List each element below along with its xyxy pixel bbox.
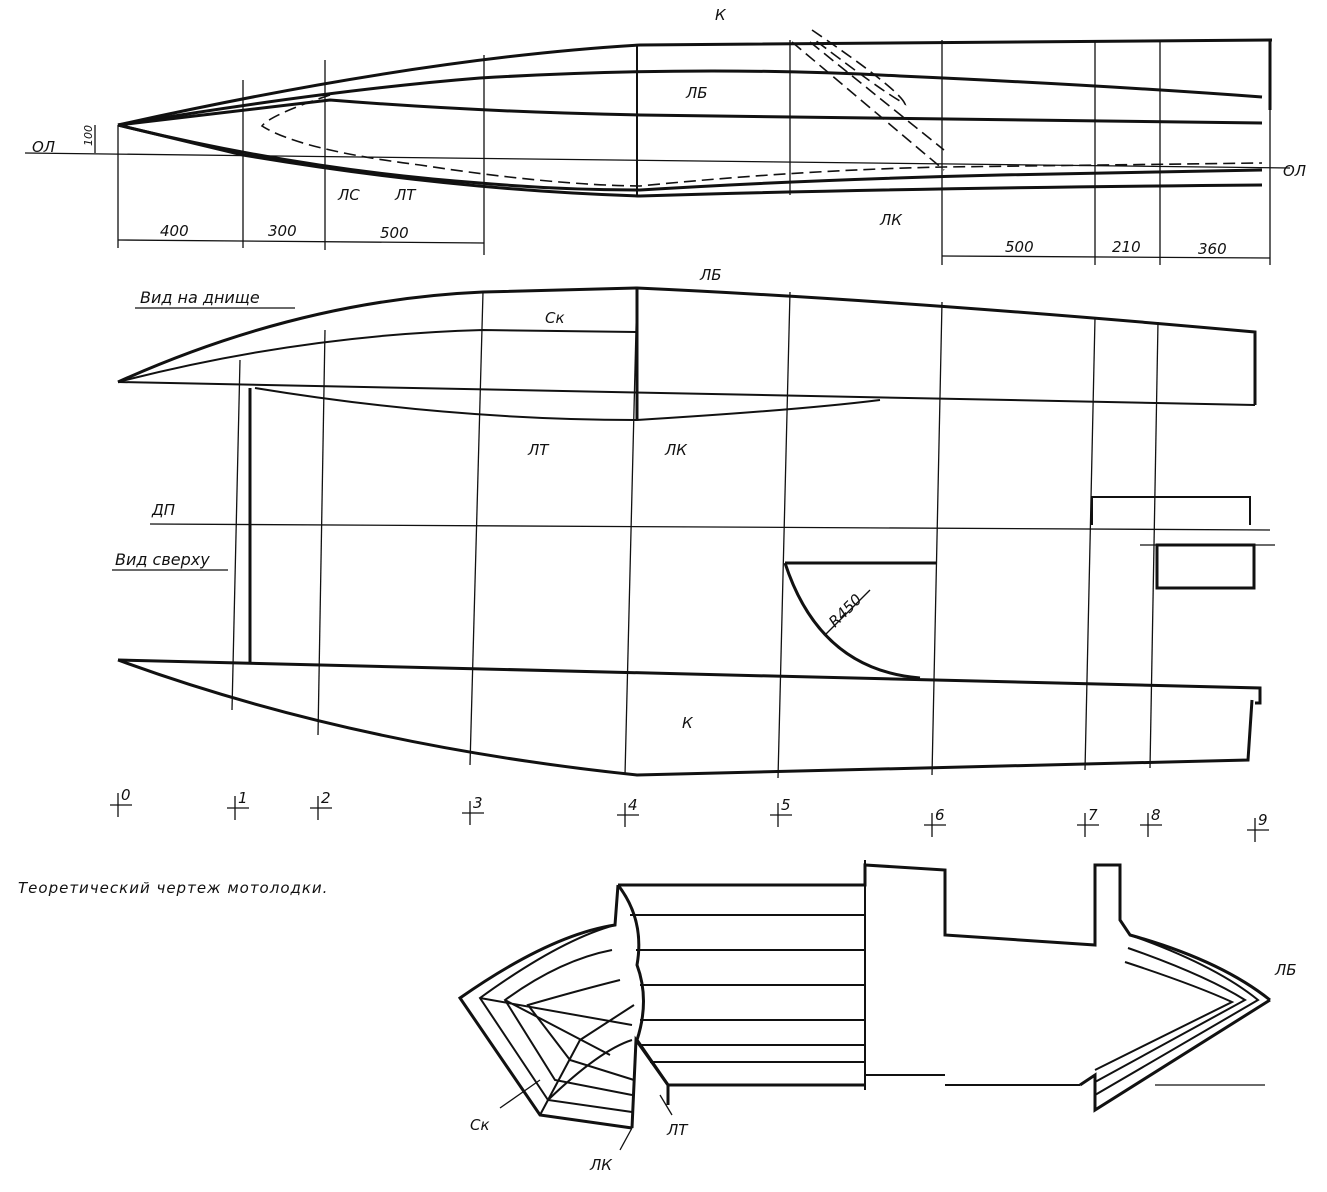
bow-outline-left	[457, 884, 633, 1130]
label-k-profile: К	[715, 6, 727, 24]
chine-line	[117, 69, 1263, 127]
dashed-line-lt	[260, 94, 1263, 187]
label-lk-plan: ЛК	[664, 441, 688, 459]
dim-360: 360	[1198, 240, 1227, 258]
title-bottom-view: Вид на днище	[140, 288, 260, 307]
label-sk-plan: Ск	[545, 309, 565, 327]
line-lb	[117, 98, 1263, 127]
centre-section	[616, 884, 865, 1087]
line-lt-plan	[254, 387, 881, 422]
station-mark-4: 4	[617, 796, 639, 827]
station-label: 0	[121, 786, 131, 804]
station-mark-0: 0	[110, 786, 132, 817]
line-ls	[117, 123, 1263, 192]
station-label: 7	[1088, 806, 1098, 824]
title-top-view: Вид сверху	[115, 550, 210, 569]
dim-500-bow: 500	[380, 224, 409, 242]
station-label: 2	[321, 789, 331, 807]
dim-500-stern: 500	[1005, 238, 1034, 256]
stern-cockpit	[1091, 496, 1251, 525]
line-lk-plan	[117, 381, 1256, 406]
station-mark-8: 8	[1140, 806, 1162, 837]
dim-210: 210	[1112, 238, 1141, 256]
station-marks: 0 1 2 3 4 5 6 7 8 9	[110, 786, 1269, 842]
waterlines	[630, 914, 1080, 1086]
line-dp	[149, 523, 1271, 531]
station-mark-3: 3	[462, 794, 484, 825]
dim-r450: R450	[825, 590, 865, 630]
line-sk-plan	[117, 328, 638, 383]
station-label: 5	[781, 796, 791, 814]
station-label: 4	[628, 796, 638, 814]
label-lt-body: ЛТ	[666, 1121, 689, 1139]
station-mark-5: 5	[770, 796, 792, 827]
station-label: 1	[238, 789, 248, 807]
line-lk	[117, 123, 1263, 198]
station-mark-9: 9	[1247, 811, 1269, 842]
station-mark-2: 2	[310, 789, 332, 820]
profile-view: ОЛ ОЛ 100 400 300 500 500 210 360 К ЛБ Л…	[24, 6, 1306, 265]
station-label: 9	[1258, 811, 1268, 829]
sheer-line-k	[117, 38, 1273, 127]
station-lines-profile	[94, 40, 1271, 265]
label-lb-plan: ЛБ	[699, 266, 722, 284]
left-diagonals	[479, 997, 635, 1116]
body-plan: ЛБ Ск ЛК ЛТ	[457, 860, 1297, 1174]
label-lb-profile: ЛБ	[685, 84, 708, 102]
plan-views: Вид на днище ДП Вид сверху R450 ЛБ Ск ЛТ…	[112, 266, 1275, 779]
label-sk-body: Ск	[470, 1116, 490, 1134]
label-ol-left: ОЛ	[32, 138, 55, 156]
dim-300: 300	[268, 222, 297, 240]
label-lt-plan: ЛТ	[527, 441, 550, 459]
label-lt-profile: ЛТ	[394, 186, 417, 204]
label-dp: ДП	[151, 501, 175, 519]
label-k-plan: К	[682, 714, 694, 732]
station-mark-1: 1	[227, 789, 249, 820]
radius-arrow	[824, 589, 871, 636]
station-label: 6	[935, 806, 945, 824]
transom-well	[1155, 543, 1256, 590]
label-ls-profile: ЛС	[337, 186, 360, 204]
dashed-construction	[791, 29, 945, 171]
label-lb-body: ЛБ	[1274, 961, 1297, 979]
line-k-plan	[117, 658, 1262, 705]
right-frames	[1094, 934, 1260, 1096]
station-mark-7: 7	[1077, 806, 1099, 837]
label-lk-profile: ЛК	[879, 211, 903, 229]
label-lk-body: ЛК	[589, 1156, 613, 1174]
drawing-caption: Теоретический чертеж мотолодки.	[18, 879, 328, 897]
dim-400: 400	[160, 222, 189, 240]
station-label: 8	[1151, 806, 1161, 824]
deck-outline	[618, 863, 1271, 1002]
bow-outline-right	[1079, 998, 1271, 1113]
station-label: 3	[473, 794, 483, 812]
dim-100: 100	[82, 125, 95, 146]
cockpit-radius	[783, 561, 937, 680]
ol-baseline	[24, 152, 1291, 169]
line-sheer-plan	[117, 658, 1254, 777]
line-lb-plan	[117, 286, 1257, 405]
station-mark-6: 6	[924, 806, 946, 837]
label-ol-right: ОЛ	[1283, 162, 1306, 180]
station-lines-plan	[231, 287, 1159, 779]
